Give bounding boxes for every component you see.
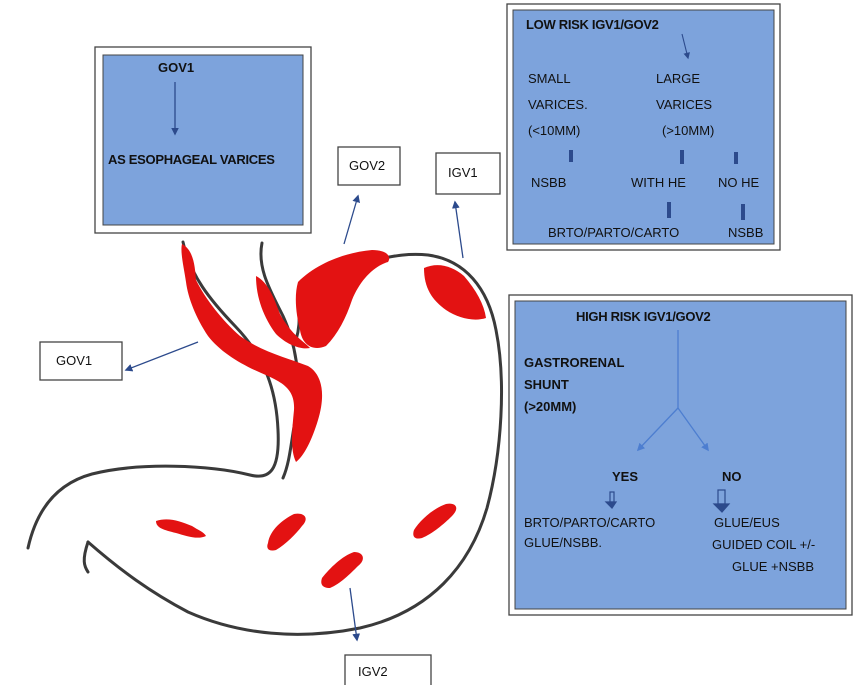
gov2-label: GOV2 — [349, 159, 385, 174]
gov1-box-subtitle: AS ESOPHAGEAL VARICES — [108, 153, 275, 168]
with-he-brto: BRTO/PARTO/CARTO — [548, 226, 679, 241]
no-treatment-line1: GLUE/EUS — [714, 516, 780, 531]
no-label: NO — [722, 470, 742, 485]
shunt-line2: SHUNT — [524, 378, 569, 393]
small-varices-line1: SMALL — [528, 72, 571, 87]
small-varices-line2: VARICES. — [528, 98, 588, 113]
varix-gov2 — [296, 250, 389, 348]
small-varices-line3: (<10MM) — [528, 124, 580, 139]
shunt-line1: GASTRORENAL — [524, 356, 624, 371]
shunt-line3: (>20MM) — [524, 400, 576, 415]
gov1-box-fill — [103, 55, 303, 225]
with-he-label: WITH HE — [631, 176, 686, 191]
small-nsbb: NSBB — [531, 176, 566, 191]
pointer-gov1 — [126, 342, 198, 370]
arrow-small-nsbb — [569, 150, 573, 162]
yes-treatment-line1: BRTO/PARTO/CARTO — [524, 516, 655, 531]
arrow-with-he — [680, 150, 684, 164]
varix-igv2-a — [156, 519, 206, 537]
varix-gov1-esophageal — [181, 244, 322, 462]
igv1-label: IGV1 — [448, 166, 478, 181]
varix-igv2-c — [321, 552, 363, 588]
arrow-with-he-brto — [667, 202, 671, 218]
varix-igv2-b — [267, 514, 305, 551]
yes-label: YES — [612, 470, 638, 485]
varix-igv1 — [424, 265, 486, 319]
varices — [156, 244, 486, 588]
no-treatment-line3: GLUE +NSBB — [732, 560, 814, 575]
yes-treatment-line2: GLUE/NSBB. — [524, 536, 602, 551]
gov1-box-title: GOV1 — [158, 61, 194, 76]
varix-igv2-d — [413, 504, 456, 539]
pointer-igv2 — [350, 588, 357, 640]
gov1-label: GOV1 — [56, 354, 92, 369]
large-varices-line1: LARGE — [656, 72, 700, 87]
no-he-nsbb: NSBB — [728, 226, 763, 241]
no-treatment-line2: GUIDED COIL +/- — [712, 538, 815, 553]
igv2-label: IGV2 — [358, 665, 388, 680]
low-risk-title: LOW RISK IGV1/GOV2 — [526, 18, 659, 33]
high-risk-title: HIGH RISK IGV1/GOV2 — [576, 310, 710, 325]
pointer-gov2 — [344, 196, 358, 244]
no-he-label: NO HE — [718, 176, 759, 191]
pointer-igv1 — [455, 202, 463, 258]
large-varices-line2: VARICES — [656, 98, 712, 113]
arrow-no-he-nsbb — [741, 204, 745, 220]
large-varices-line3: (>10MM) — [662, 124, 714, 139]
arrow-no-he — [734, 152, 738, 164]
